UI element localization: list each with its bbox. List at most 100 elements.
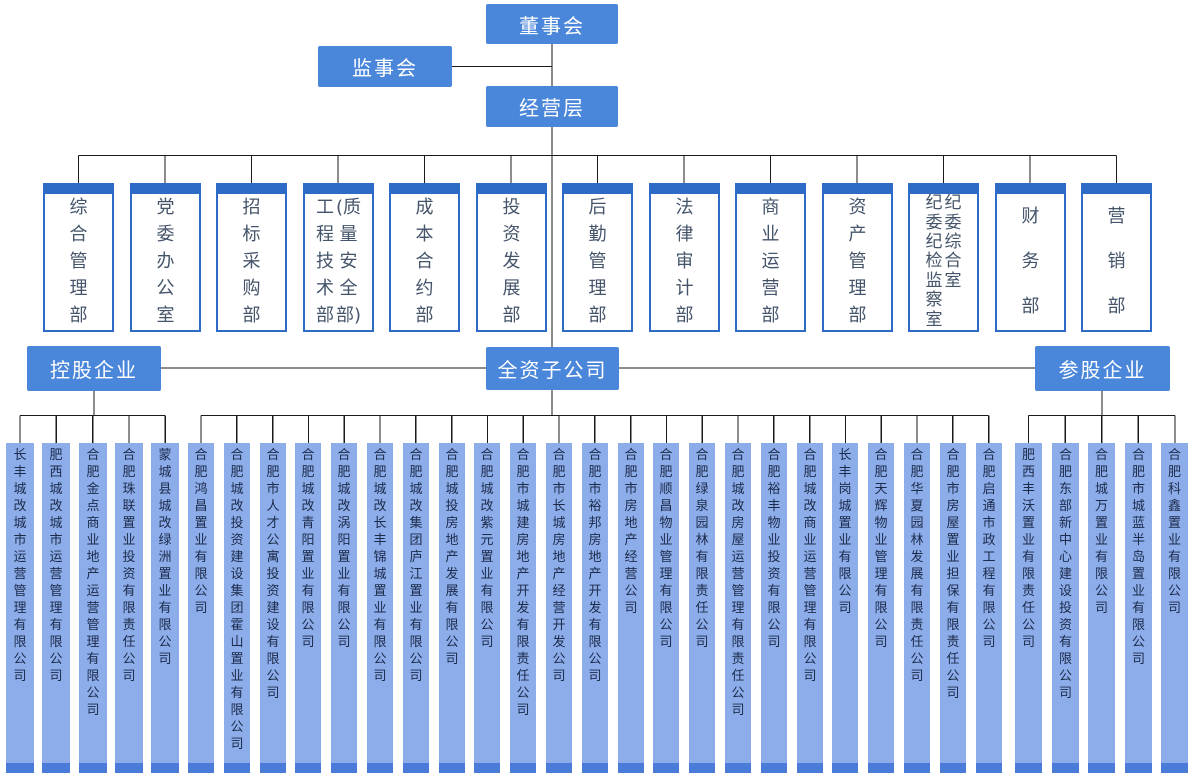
- department-label-char: 运: [761, 250, 780, 272]
- department-label: 综合管理部: [45, 194, 112, 330]
- department-label-char: 部: [1021, 296, 1040, 318]
- department-label-char: 展: [502, 278, 521, 300]
- department-label-char: 室: [925, 309, 943, 330]
- department-label-char: 监: [925, 270, 943, 291]
- department-label-char: 购: [242, 278, 261, 300]
- company-name: 合肥顺昌物业管理有限公司: [659, 448, 673, 650]
- department-label-char: 管: [588, 250, 607, 272]
- department-label-char: 部: [588, 305, 607, 327]
- participating-company-strip: 合肥市城蓝半岛置业有限公司: [1125, 443, 1152, 773]
- org-node-holding-label: 控股企业: [50, 358, 138, 382]
- wholly-owned-company-strip: 合肥市裕邦房地产开发有限公司: [582, 443, 608, 773]
- company-strip-footer-bar: [474, 763, 500, 773]
- department-label: 纪委纪检监察室纪委综合室: [910, 194, 977, 330]
- company-strip-footer-bar: [797, 763, 823, 773]
- company-strip-footer-bar: [403, 763, 429, 773]
- department-label: 招标采购部: [218, 194, 285, 330]
- department-label-char: 党: [156, 196, 175, 218]
- department-label-char: 务: [1021, 250, 1040, 272]
- company-strip-footer-bar: [832, 763, 858, 773]
- company-name: 长丰岗城置业有限公司: [838, 448, 852, 616]
- department-header-bar: [997, 185, 1064, 194]
- company-strip-footer-bar: [689, 763, 715, 773]
- wholly-owned-company-strip: 合肥市房屋置业担保有限责任公司: [940, 443, 966, 773]
- department-header-bar: [218, 185, 285, 194]
- department-label-column: 法律审计部: [676, 194, 694, 330]
- department-label-char: 室: [156, 305, 175, 327]
- company-name: 合肥城改紫元置业有限公司: [480, 448, 494, 650]
- company-strip-footer-bar: [79, 763, 107, 773]
- department-label-char: 投: [502, 196, 521, 218]
- department-box: 财务部: [995, 183, 1066, 332]
- holding-company-strip: 肥西城改城市运营管理有限公司: [42, 443, 70, 773]
- department-label-char: 商: [761, 196, 780, 218]
- department-label-column: 投资发展部: [503, 194, 521, 330]
- company-strip-footer-bar: [6, 763, 34, 773]
- department-label-char: 管: [848, 250, 867, 272]
- company-strip-footer-bar: [295, 763, 321, 773]
- company-name: 合肥天辉物业管理有限公司: [874, 448, 888, 650]
- department-label-char: 审: [675, 250, 694, 272]
- department-box: 工程技术部(质量安全部): [303, 183, 374, 332]
- department-label-char: 理: [588, 278, 607, 300]
- company-name: 合肥市城建房地产开发有限责任公司: [516, 448, 530, 718]
- department-label-column: (质量安全部): [336, 194, 361, 330]
- department-label-char: 部: [415, 305, 434, 327]
- company-strip-footer-bar: [115, 763, 143, 773]
- company-name: 合肥城投房地产发展有限公司: [445, 448, 459, 667]
- company-name: 合肥城万置业有限公司: [1094, 448, 1108, 616]
- wholly-owned-company-strip: 合肥市城建房地产开发有限责任公司: [510, 443, 536, 773]
- department-box: 营销部: [1081, 183, 1152, 332]
- department-label-char: 部: [848, 305, 867, 327]
- wholly-owned-company-strip: 合肥城改房屋运营管理有限责任公司: [725, 443, 751, 773]
- department-label-char: 本: [415, 223, 434, 245]
- department-label-char: 勤: [588, 223, 607, 245]
- department-label-char: 部: [675, 305, 694, 327]
- department-label-char: 程: [315, 223, 334, 245]
- department-label-char: 后: [588, 196, 607, 218]
- department-label-char: 综: [69, 196, 88, 218]
- department-label-char: 合: [944, 251, 962, 272]
- department-label-column: 党委办公室: [157, 194, 175, 330]
- wholly-owned-company-strip: 合肥城改紫元置业有限公司: [474, 443, 500, 773]
- department-label-char: 律: [675, 223, 694, 245]
- company-strip-footer-bar: [1052, 763, 1079, 773]
- department-header-bar: [391, 185, 458, 194]
- department-label: 成本合约部: [391, 194, 458, 330]
- department-label-char: 安: [339, 250, 358, 272]
- department-label-char: 营: [761, 278, 780, 300]
- wholly-owned-company-strip: 长丰岗城置业有限公司: [832, 443, 858, 773]
- department-label-column: 招标采购部: [243, 194, 261, 330]
- department-label-char: 理: [69, 278, 88, 300]
- department-label: 党委办公室: [132, 194, 199, 330]
- company-name: 合肥华夏园林发展有限责任公司: [910, 448, 924, 684]
- department-label-char: 管: [69, 250, 88, 272]
- company-strip-footer-bar: [546, 763, 572, 773]
- company-name: 合肥市裕邦房地产开发有限公司: [588, 448, 602, 684]
- org-node-board: 董事会: [486, 4, 618, 44]
- company-strip-footer-bar: [331, 763, 357, 773]
- department-label-char: 纪: [925, 193, 943, 214]
- org-node-management-label: 经营层: [519, 96, 585, 120]
- company-name: 合肥城改涡阳置业有限公司: [337, 448, 351, 650]
- company-strip-footer-bar: [904, 763, 930, 773]
- company-strip-footer-bar: [725, 763, 751, 773]
- department-label-char: 发: [502, 250, 521, 272]
- company-name: 肥西城改城市运营管理有限公司: [49, 448, 63, 684]
- department-label-char: 合: [69, 223, 88, 245]
- department-header-bar: [1083, 185, 1150, 194]
- department-header-bar: [910, 185, 977, 194]
- wholly-owned-company-strip: 合肥启通市政工程有限公司: [976, 443, 1002, 773]
- department-label-char: 资: [848, 196, 867, 218]
- wholly-owned-company-strip: 合肥市房地产经营公司: [618, 443, 644, 773]
- company-strip-footer-bar: [1015, 763, 1042, 773]
- department-header-bar: [737, 185, 804, 194]
- department-label-char: 产: [848, 223, 867, 245]
- department-label-char: 纪: [944, 193, 962, 214]
- department-label-char: 部): [335, 305, 362, 327]
- company-name: 合肥裕丰物业投资有限公司: [767, 448, 781, 650]
- company-name: 合肥城改投资建设集团霍山置业有限公司: [230, 448, 244, 752]
- department-header-bar: [651, 185, 718, 194]
- department-label-char: 标: [242, 223, 261, 245]
